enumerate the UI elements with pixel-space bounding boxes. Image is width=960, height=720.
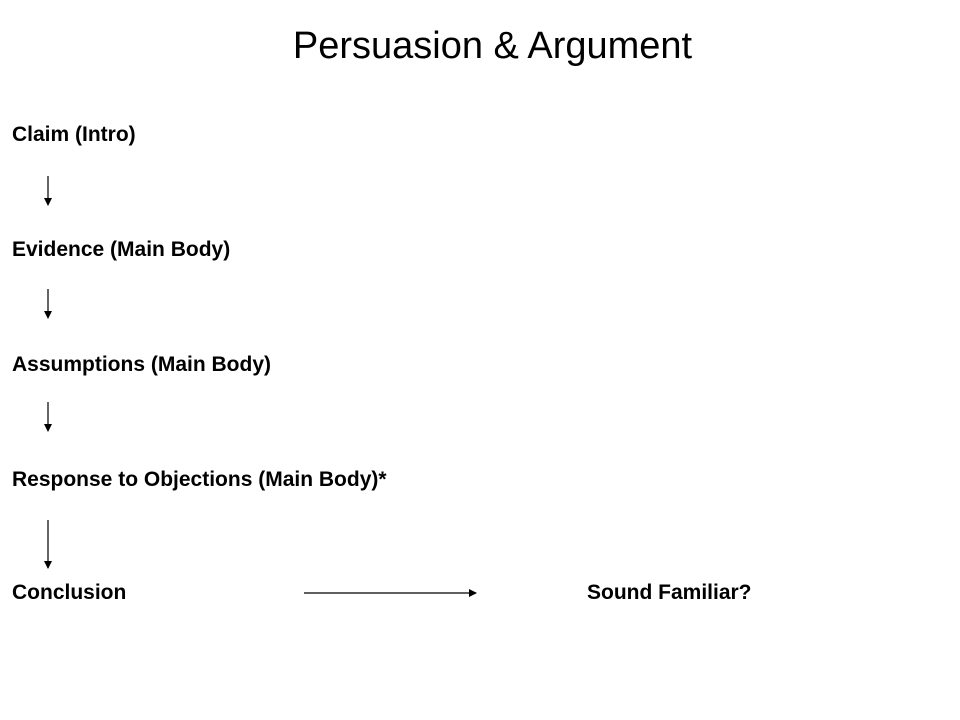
step-evidence: Evidence (Main Body) [12,238,231,261]
step-claim: Claim (Intro) [12,123,136,146]
step-assumptions: Assumptions (Main Body) [12,353,272,376]
step-conclusion: Conclusion [12,581,127,604]
step-response-to-objections: Response to Objections (Main Body)* [12,468,387,491]
slide-title: Persuasion & Argument [292,25,693,67]
sound-familiar-label: Sound Familiar? [587,581,752,604]
